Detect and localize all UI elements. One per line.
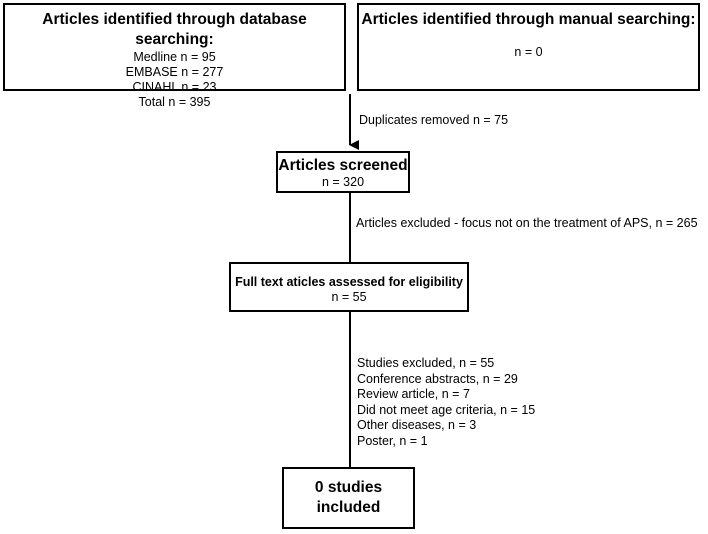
manual-search-title: Articles identified through manual searc…	[361, 11, 696, 28]
database-search-box: Articles identified through database sea…	[3, 3, 346, 109]
manual-search-count: n = 0	[514, 45, 543, 59]
eligibility-title: Full text aticles assessed for eligibili…	[235, 275, 463, 289]
duplicates-removed-note: Duplicates removed n = 75	[359, 113, 509, 127]
other-diseases-count: Other diseases, n = 3	[357, 418, 477, 432]
articles-excluded-note: Articles excluded - focus not on the tre…	[356, 216, 698, 230]
database-search-title: Articles identified through database sea…	[42, 11, 307, 48]
articles-screened-count: n = 320	[321, 175, 365, 189]
total-count: Total n = 395	[138, 95, 211, 109]
studies-included-title: 0 studies included	[314, 479, 383, 516]
studies-excluded-list: Studies excluded, n = 55 Conference abst…	[357, 356, 535, 449]
age-criteria-count: Did not meet age criteria, n = 15	[357, 402, 536, 417]
eligibility-box: Full text aticles assessed for eligibili…	[229, 262, 469, 312]
studies-included-box: 0 studies included	[282, 467, 415, 529]
poster-count: Poster, n = 1	[357, 433, 428, 448]
cinahl-count: CINAHL n = 23	[132, 80, 217, 94]
studies-excluded-total: Studies excluded, n = 55	[357, 356, 495, 370]
conference-abstracts-count: Conference abstracts, n = 29	[357, 371, 518, 386]
articles-screened-box: Articles screened n = 320	[276, 151, 410, 193]
eligibility-count: n = 55	[331, 290, 367, 304]
manual-search-box: Articles identified through manual searc…	[357, 3, 700, 91]
medline-count: Medline n = 95	[133, 50, 216, 64]
review-article-count: Review article, n = 7	[357, 387, 470, 401]
articles-screened-title: Articles screened	[278, 157, 408, 174]
embase-count: EMBASE n = 277	[125, 65, 224, 79]
